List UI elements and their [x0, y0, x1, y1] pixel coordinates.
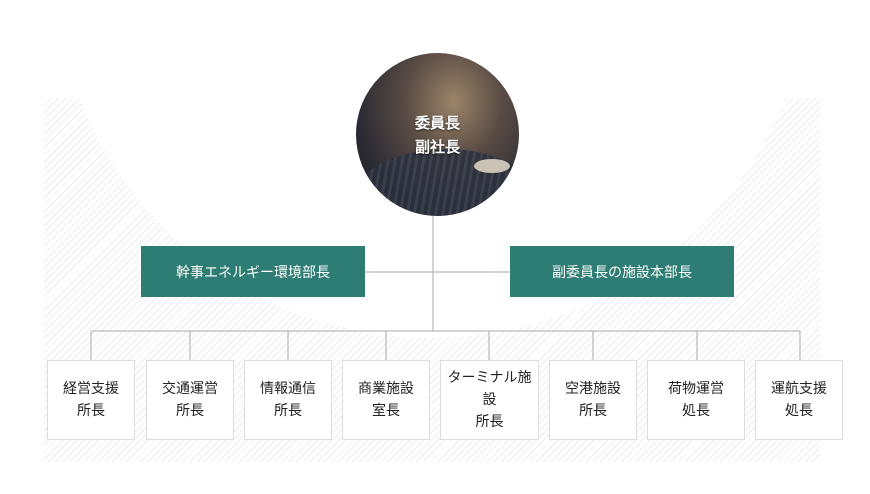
leaf-traffic-operations: 交通運営 所長: [146, 360, 234, 440]
leaf-title: 荷物運営: [668, 381, 724, 397]
mid-node-right-label: 副委員長の施設本部長: [552, 264, 692, 281]
leaf-title: 交通運営: [162, 381, 218, 397]
leaf-role: 室長: [372, 403, 400, 419]
leaf-management-support: 経営支援 所長: [47, 360, 135, 440]
leaf-role: 所長: [274, 403, 302, 419]
leaf-title: 商業施設: [358, 381, 414, 397]
mid-node-secretary: 幹事エネルギー環境部長: [141, 246, 365, 297]
mid-node-left-label: 幹事エネルギー環境部長: [176, 264, 330, 281]
leaf-title: ターミナル施設: [447, 370, 532, 408]
leaf-title: 運航支援: [771, 381, 827, 397]
leaf-role: 所長: [475, 414, 504, 430]
leaf-flight-support: 運航支援 処長: [755, 360, 843, 440]
mid-node-vice-chairman: 副委員長の施設本部長: [510, 246, 734, 297]
leaf-commercial-facilities: 商業施設 室長: [342, 360, 430, 440]
leaf-airport-facilities: 空港施設 所長: [549, 360, 637, 440]
leaf-role: 所長: [579, 403, 607, 419]
leaf-terminal-facilities: ターミナル施設 所長: [440, 360, 539, 440]
top-node-chairman: 委員長 副社長: [356, 53, 519, 216]
leaf-it-communications: 情報通信 所長: [244, 360, 332, 440]
leaf-role: 所長: [176, 403, 204, 419]
leaf-role: 処長: [682, 403, 710, 419]
leaf-title: 情報通信: [260, 381, 316, 397]
tower-photo: [474, 159, 510, 173]
leaf-cargo-operations: 荷物運営 処長: [647, 360, 745, 440]
leaf-title: 経営支援: [63, 381, 119, 397]
leaf-role: 所長: [77, 403, 105, 419]
leaf-title: 空港施設: [565, 381, 621, 397]
top-node-subtitle: 副社長: [414, 137, 460, 156]
leaf-role: 処長: [785, 403, 813, 419]
top-node-title: 委員長: [414, 113, 460, 132]
